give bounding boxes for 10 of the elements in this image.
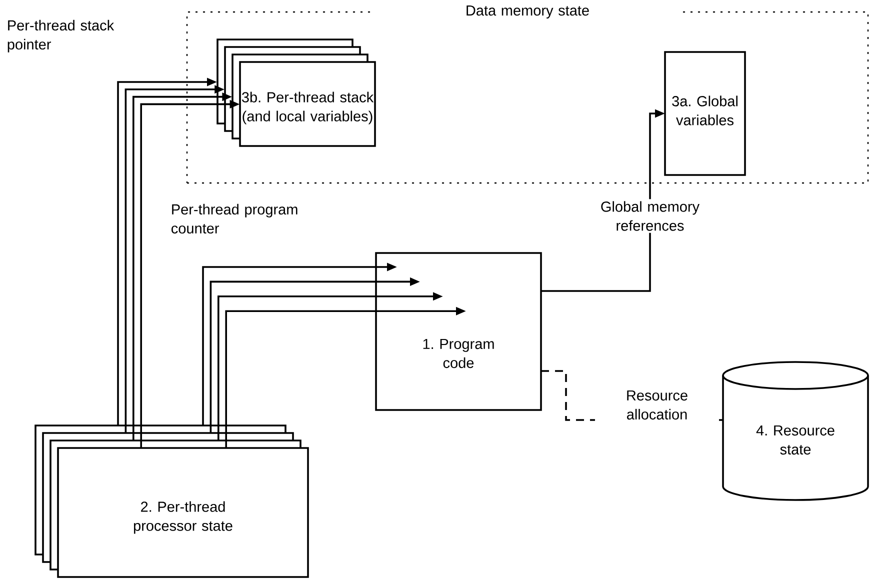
stacked-box: 3b. Per-thread stack (and local variables) [216, 38, 376, 147]
text-label: Per-thread stack pointer [8, 20, 114, 52]
node-label: 4. Resource state [756, 425, 834, 455]
edge-label: Global memory references [588, 199, 712, 233]
database-cylinder: 4. Resource state [722, 361, 869, 501]
edge-label: Resource allocation [595, 388, 719, 422]
text-label: Per-thread program counter [172, 204, 298, 234]
process-box: 1. Program code [375, 252, 542, 411]
process-box: 3a. Global variables [664, 51, 746, 176]
stacked-box: 2. Per-thread processor state [34, 424, 309, 578]
